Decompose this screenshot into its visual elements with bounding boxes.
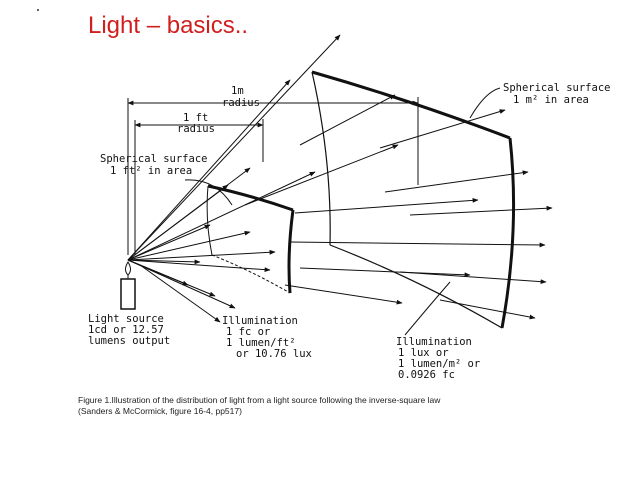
label-illum-m-lux: 1 lux or xyxy=(398,347,449,359)
label-illum-ft-lumen: 1 lumen/ft² xyxy=(226,337,296,349)
label-illum-ft-lux: or 10.76 lux xyxy=(236,348,312,360)
ray xyxy=(409,205,553,216)
label-small-surface: Spherical surface xyxy=(100,153,207,165)
label-illum-m-fc: 0.0926 fc xyxy=(398,369,455,381)
inverse-square-law-diagram: 1m radius 1 ft radius Spherical surface … xyxy=(88,34,610,381)
diagram-labels: 1m radius 1 ft radius Spherical surface … xyxy=(88,82,610,381)
leader-illum-large xyxy=(404,281,451,336)
ray xyxy=(244,144,399,206)
candle-body xyxy=(120,278,136,310)
label-large-surface-area: 1 m² in area xyxy=(513,94,589,106)
dimension-lines xyxy=(127,97,419,255)
label-illum-ft-fc: 1 fc or xyxy=(226,326,270,338)
label-illum-ft: Illumination xyxy=(222,315,298,327)
label-1ft-radius: radius xyxy=(177,123,215,135)
candle-light-source xyxy=(120,261,136,310)
candle-flame xyxy=(125,261,131,276)
label-1m: 1m xyxy=(231,85,244,97)
ray xyxy=(299,267,471,278)
ray xyxy=(289,241,546,248)
label-illum-m: Illumination xyxy=(396,336,472,348)
label-1ft: 1 ft xyxy=(183,112,208,124)
light-rays xyxy=(127,34,553,323)
caption-line-1: Figure 1.Illustration of the distributio… xyxy=(78,395,441,405)
large-spherical-surface xyxy=(311,70,516,329)
leader-small-surface xyxy=(184,179,233,206)
ray xyxy=(379,109,506,149)
ray xyxy=(127,259,271,273)
ray xyxy=(127,249,276,261)
ray xyxy=(284,284,403,305)
leader-large-surface xyxy=(469,87,501,119)
ray xyxy=(127,224,211,261)
ray xyxy=(127,79,291,261)
ray xyxy=(139,264,221,323)
ray xyxy=(384,170,529,193)
ray xyxy=(127,259,216,297)
figure-caption: Figure 1.Illustration of the distributio… xyxy=(78,395,518,417)
ray xyxy=(294,197,479,214)
ray xyxy=(127,230,251,261)
ray xyxy=(127,167,251,261)
slide-marker xyxy=(37,9,39,11)
label-small-surface-area: 1 ft² in area xyxy=(110,165,192,177)
label-1m-radius: radius xyxy=(222,97,260,109)
label-light-source: Light source xyxy=(88,313,164,325)
label-light-source-cd: 1cd or 12.57 xyxy=(88,324,164,336)
ray xyxy=(127,171,316,261)
ray xyxy=(127,259,201,265)
label-light-source-lumens: lumens output xyxy=(88,335,170,347)
ray xyxy=(439,299,536,320)
leader-lines xyxy=(184,87,501,336)
ray xyxy=(127,34,341,261)
label-large-surface: Spherical surface xyxy=(503,82,610,94)
caption-line-2: (Sanders & McCormick, figure 16-4, pp517… xyxy=(78,406,242,416)
ray xyxy=(299,94,396,146)
ray xyxy=(399,271,547,285)
label-illum-m-lumen: 1 lumen/m² or xyxy=(398,358,480,370)
ray xyxy=(127,259,236,309)
slide-title: Light – basics.. xyxy=(88,12,249,39)
